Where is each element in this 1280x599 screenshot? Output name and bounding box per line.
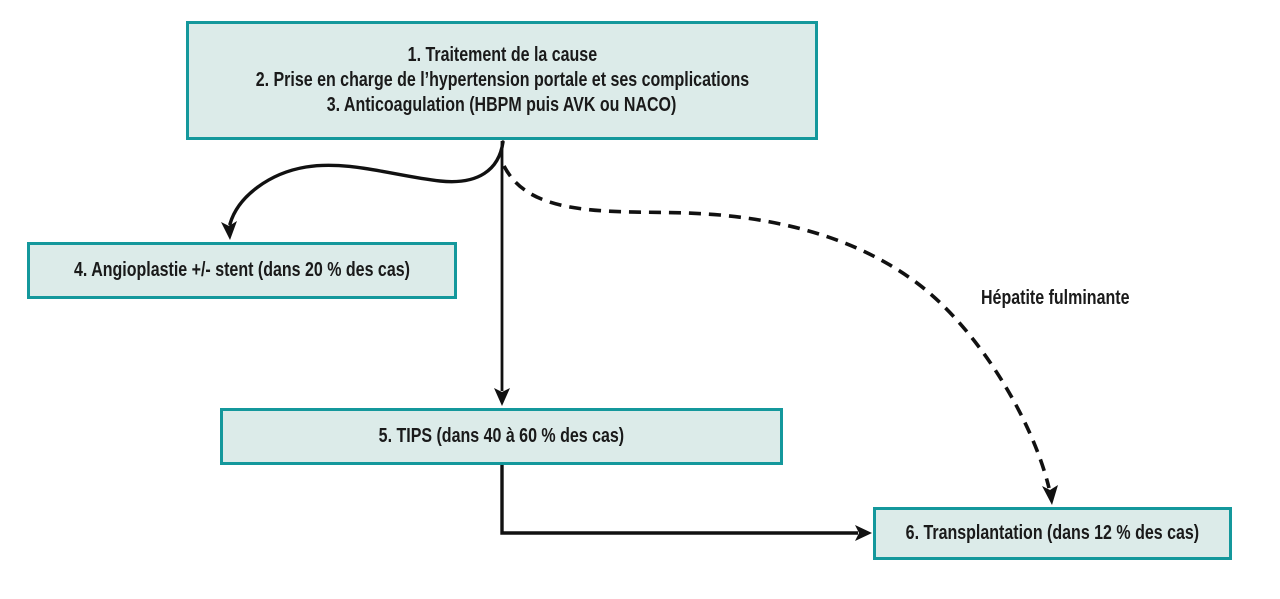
label-hepatite-fulminante: Hépatite fulminante bbox=[981, 287, 1130, 309]
box-line-portal-hypertension: 2. Prise en charge de l’hypertension por… bbox=[255, 69, 749, 91]
box-angioplasty-label: 4. Angioplastie +/- stent (dans 20 % des… bbox=[74, 259, 410, 281]
box-tips-label: 5. TIPS (dans 40 à 60 % des cas) bbox=[378, 425, 625, 447]
arrow-top-to-angioplasty bbox=[228, 140, 505, 226]
arrow-tips-to-transplantation bbox=[500, 465, 858, 535]
arrowhead-transplantation-left bbox=[855, 525, 872, 541]
arrowhead-transplantation-top bbox=[1042, 485, 1058, 505]
box-line-treatment-cause: 1. Traitement de la cause bbox=[407, 44, 597, 66]
arrowhead-angioplasty bbox=[221, 221, 237, 240]
box-transplantation-label: 6. Transplantation (dans 12 % des cas) bbox=[905, 522, 1200, 544]
box-transplantation: 6. Transplantation (dans 12 % des cas) bbox=[873, 507, 1232, 560]
box-initial-management: 1. Traitement de la cause 2. Prise en ch… bbox=[186, 21, 818, 140]
box-tips: 5. TIPS (dans 40 à 60 % des cas) bbox=[220, 408, 783, 465]
box-line-anticoagulation: 3. Anticoagulation (HBPM puis AVK ou NAC… bbox=[327, 94, 677, 116]
arrowhead-tips bbox=[494, 388, 510, 406]
box-angioplasty: 4. Angioplastie +/- stent (dans 20 % des… bbox=[27, 242, 457, 299]
